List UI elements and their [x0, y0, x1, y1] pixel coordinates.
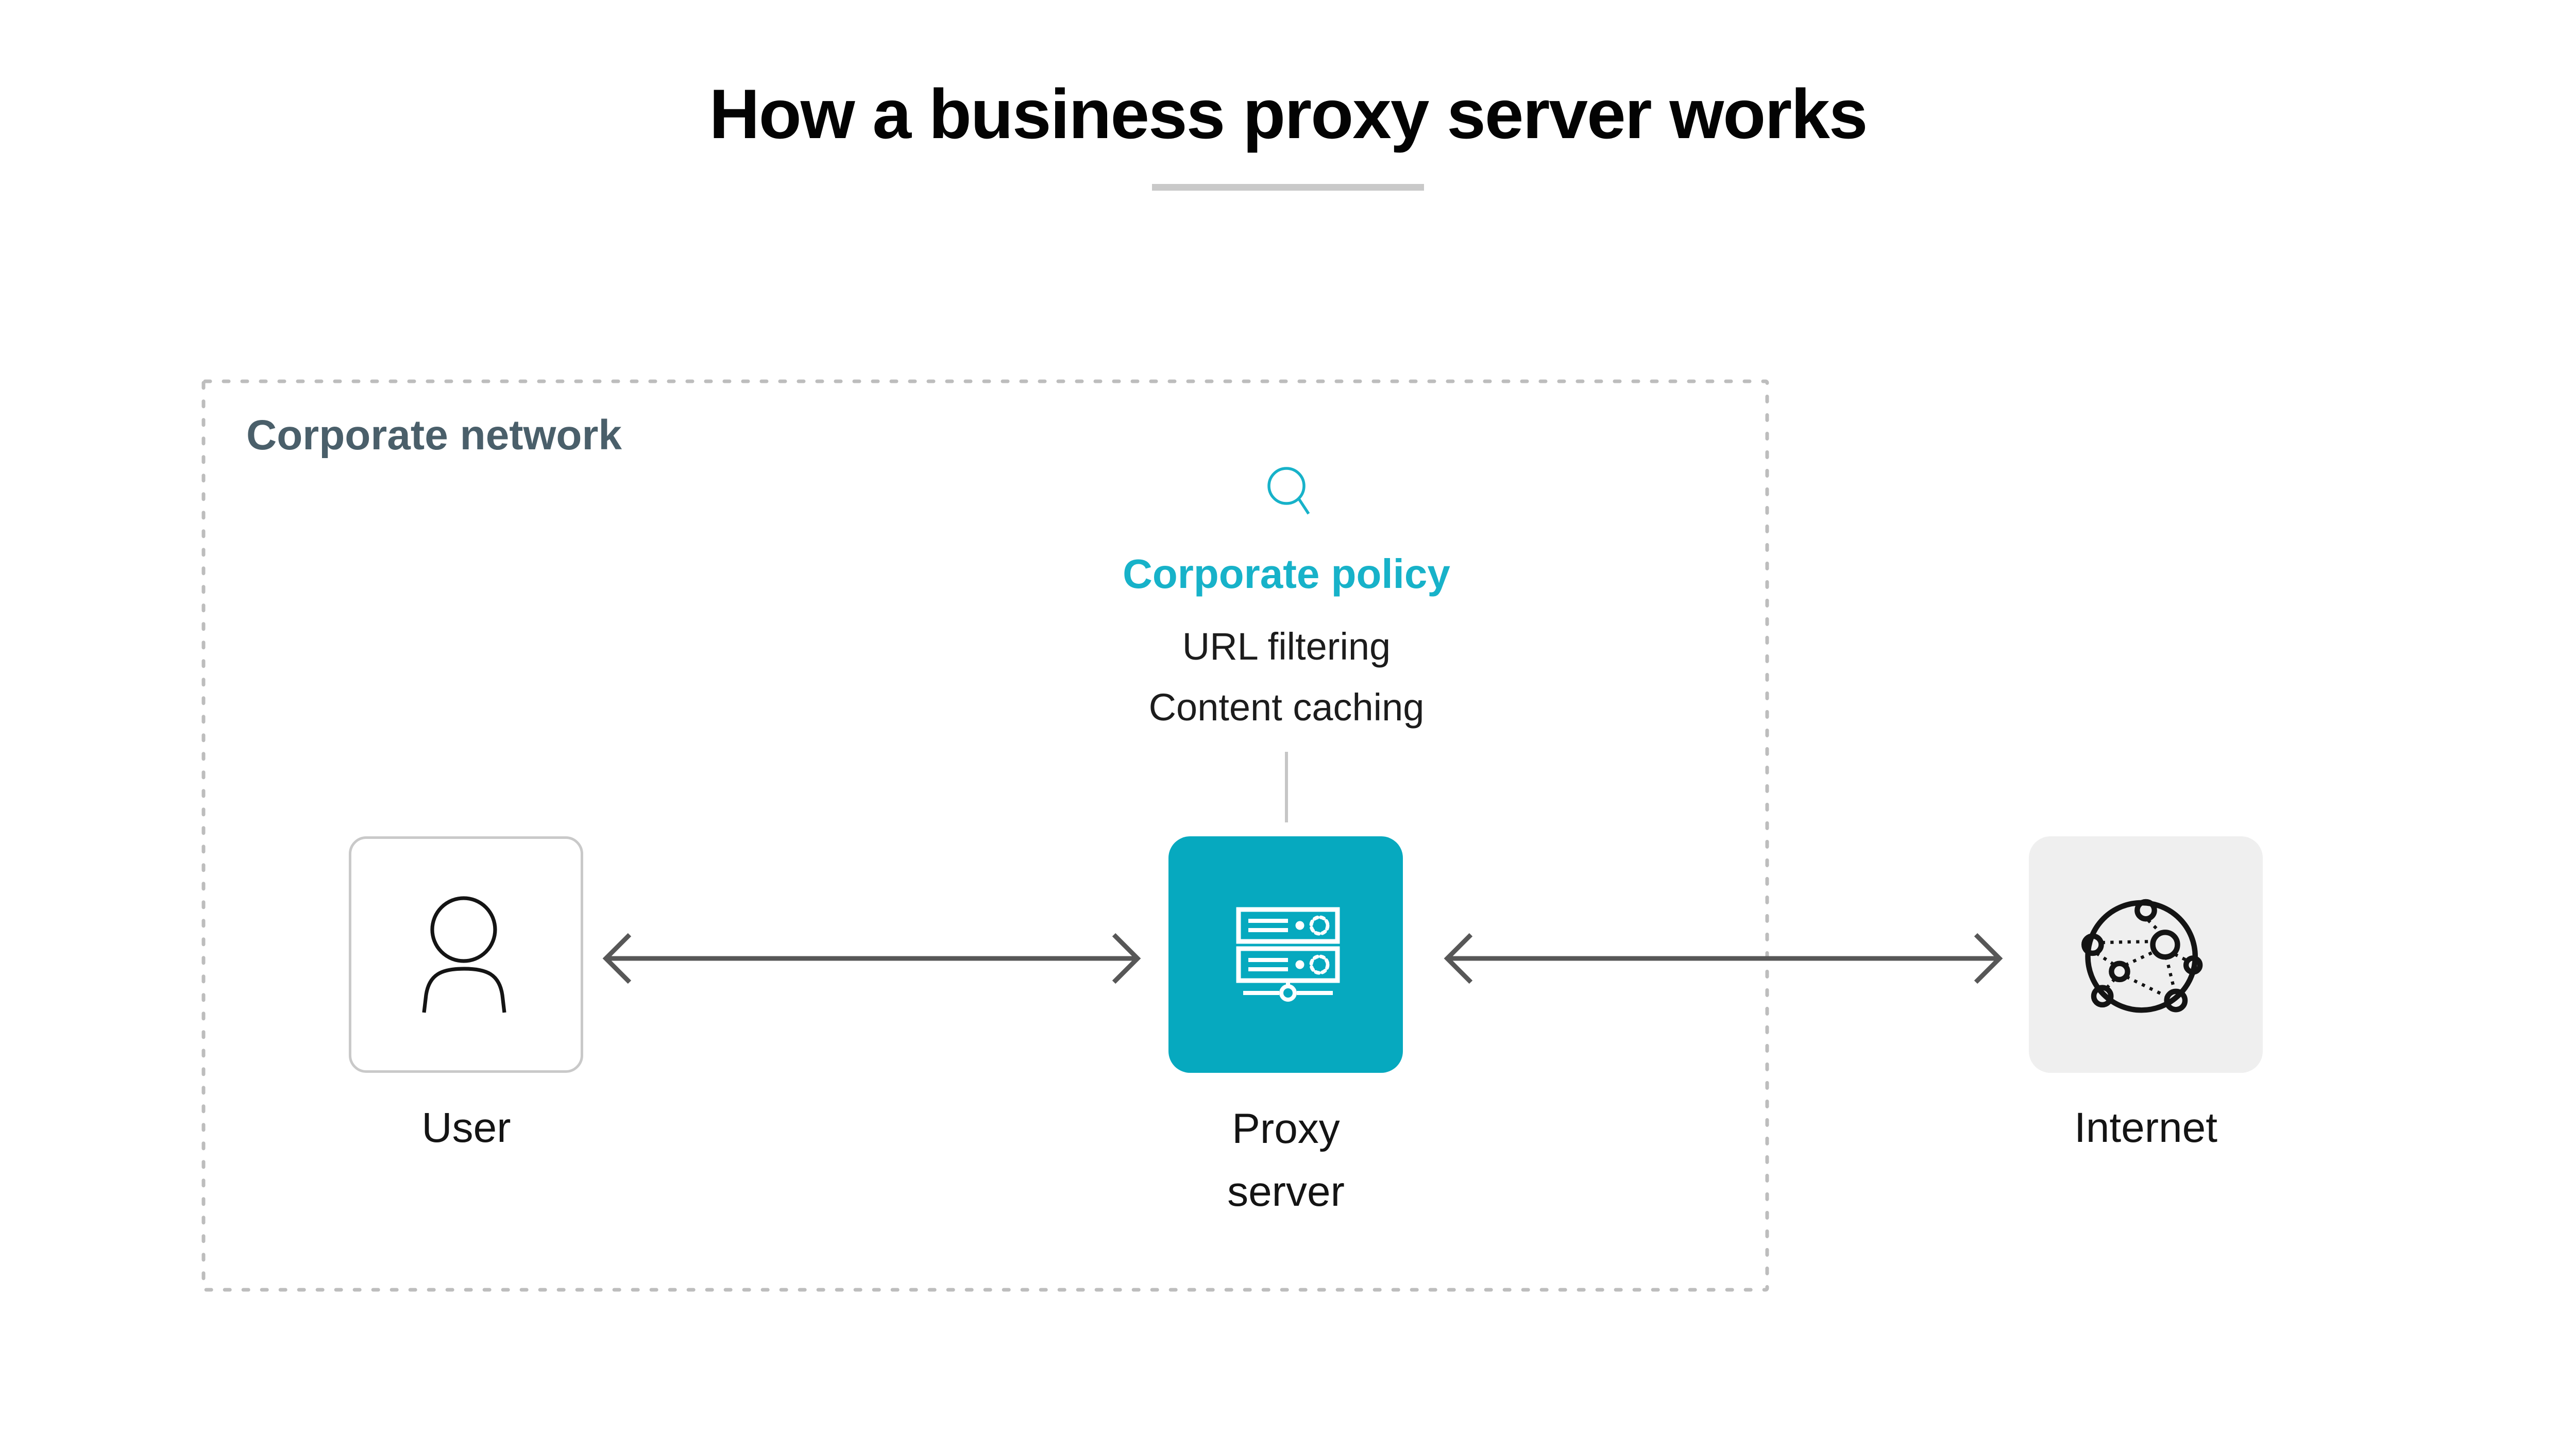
- proxy-label: Proxy server: [1227, 1105, 1345, 1215]
- user-icon: [422, 896, 506, 1013]
- policy-heading: Corporate policy: [1123, 551, 1450, 597]
- page-title: How a business proxy server works: [709, 75, 1868, 153]
- internet-label: Internet: [2074, 1104, 2218, 1151]
- user-box: [349, 836, 583, 1073]
- policy-connector-line: [1285, 752, 1288, 822]
- magnifier-icon: [1267, 467, 1310, 515]
- policy-item: Content caching: [1148, 686, 1425, 729]
- corporate-network-box: [201, 379, 1769, 1292]
- internet-box: [2029, 836, 2263, 1073]
- arrow-proxy-internet: [1444, 933, 2003, 984]
- arrow-user-proxy: [602, 933, 1141, 984]
- corporate-network-label: Corporate network: [246, 412, 622, 459]
- title-underline: [1152, 184, 1424, 191]
- policy-items: URL filtering Content caching: [1029, 616, 1544, 738]
- proxy-box: [1168, 836, 1403, 1073]
- server-icon: [1236, 907, 1340, 1002]
- user-label: User: [421, 1104, 511, 1151]
- policy-item: URL filtering: [1182, 625, 1391, 668]
- network-globe-icon: [2081, 899, 2203, 1013]
